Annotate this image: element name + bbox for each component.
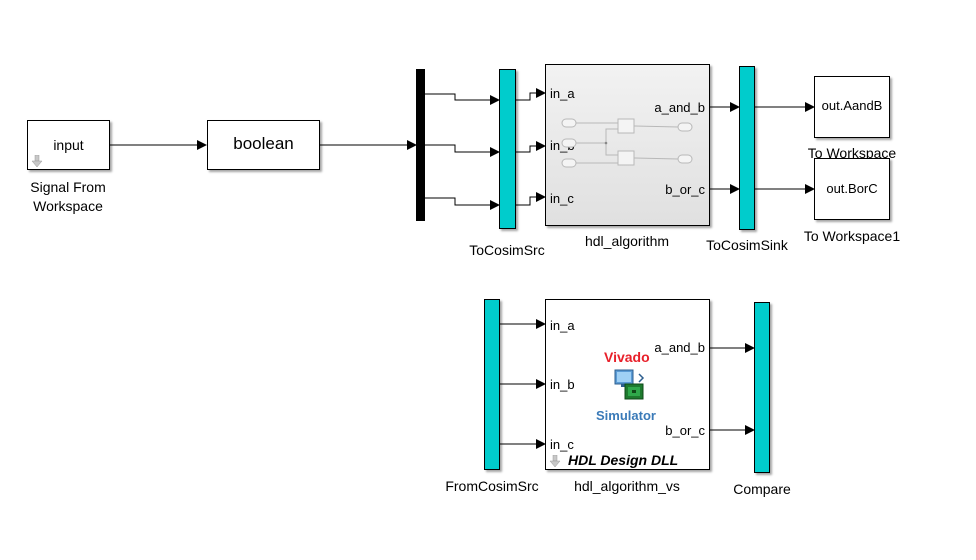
block-content-out-aandb: out.AandB [821,98,883,113]
to-cosim-src-block[interactable] [499,69,516,229]
port-in-c: in_c [550,191,574,206]
wire-demux-src-2[interactable] [425,144,500,157]
label-hdl-algorithm: hdl_algorithm [584,233,670,249]
wire-src-in-a[interactable] [515,88,546,101]
demux-block[interactable] [416,69,425,221]
port-b-or-c: b_or_c [665,182,705,197]
to-cosim-sink-block[interactable] [739,66,755,230]
from-cosim-src-block[interactable] [484,299,500,470]
port-vs-in-b: in_b [550,377,575,392]
block-content-boolean: boolean [233,134,294,153]
label-compare: Compare [733,481,791,497]
to-workspace-block[interactable]: out.AandB [814,76,890,138]
port-a-and-b: a_and_b [654,100,705,115]
label-to-cosim-src: ToCosimSrc [469,242,545,258]
simulator-logo-text: Simulator [596,408,656,423]
label-to-cosim-sink: ToCosimSink [706,237,788,253]
signal-from-workspace-block[interactable]: input [27,120,110,170]
port-vs-b-or-c: b_or_c [665,423,705,438]
logic-gates-icon [561,118,693,168]
label-signal-from-workspace: Signal From Workspace [30,179,106,214]
to-workspace1-block[interactable]: out.BorC [814,158,890,220]
wire-src-in-b[interactable] [515,141,546,153]
vivado-logo-text: Vivado [604,349,650,365]
wire-demux-src-3[interactable] [425,197,500,210]
hdl-design-dll-caption: HDL Design DLL [568,452,679,468]
port-vs-in-c: in_c [550,437,574,452]
hdl-algorithm-vs-block[interactable]: in_a in_b in_c a_and_b b_or_c Vivado Sim… [545,299,710,470]
block-content-input: input [53,137,84,153]
port-in-a: in_a [550,86,575,101]
block-content-out-borc: out.BorC [826,181,878,196]
wire-demux-src-1[interactable] [425,93,500,105]
label-hdl-algorithm-vs: hdl_algorithm_vs [574,478,680,494]
wire-src-in-c[interactable] [515,192,546,206]
down-arrow-icon [549,455,561,468]
hdl-algorithm-block[interactable]: in_a in_b in_c a_and_b b_or_c [545,64,710,226]
label-to-workspace: To Workspace [807,145,897,161]
label-to-workspace1: To Workspace1 [803,228,901,244]
label-from-cosim-src: FromCosimSrc [445,478,539,494]
simulator-chip-icon [614,369,645,400]
down-arrow-icon [31,155,43,168]
port-vs-in-a: in_a [550,318,575,333]
port-vs-a-and-b: a_and_b [654,340,705,355]
boolean-block[interactable]: boolean [207,120,320,170]
compare-block[interactable] [754,302,770,473]
